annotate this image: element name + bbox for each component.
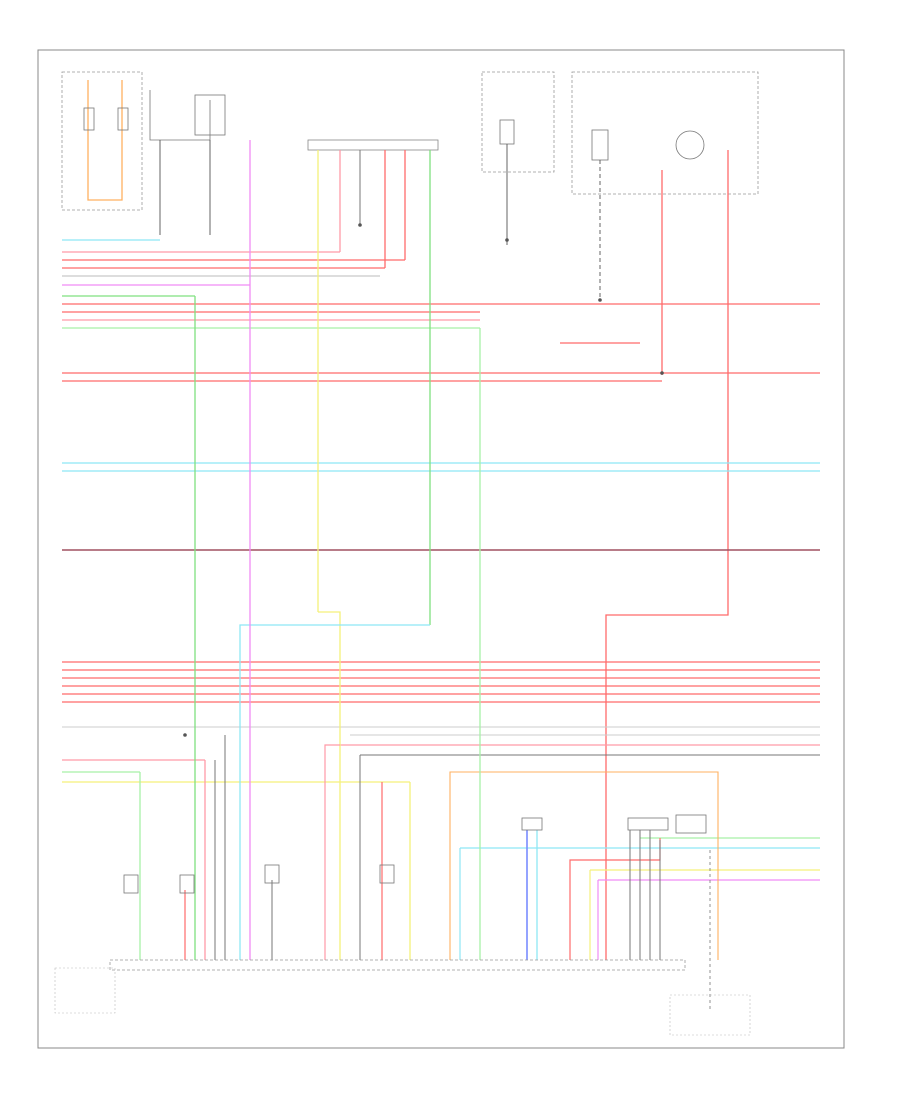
vertical-drop-wires xyxy=(184,140,711,1010)
splice-dots xyxy=(183,223,664,737)
diagram-frame xyxy=(37,49,845,1049)
top-left-fuse-block xyxy=(61,71,143,211)
relay-block xyxy=(149,90,226,235)
full-width-wires xyxy=(62,372,820,756)
right-top-module xyxy=(481,71,555,245)
lower-left-bus-wires xyxy=(62,759,411,960)
far-right-power-distribution xyxy=(571,71,759,960)
lower-right-bus-wires xyxy=(449,771,820,960)
center-top-connector xyxy=(307,139,439,151)
controller-connector xyxy=(54,959,751,1036)
bottom-components xyxy=(123,814,707,894)
upper-bus-wires xyxy=(62,239,820,344)
